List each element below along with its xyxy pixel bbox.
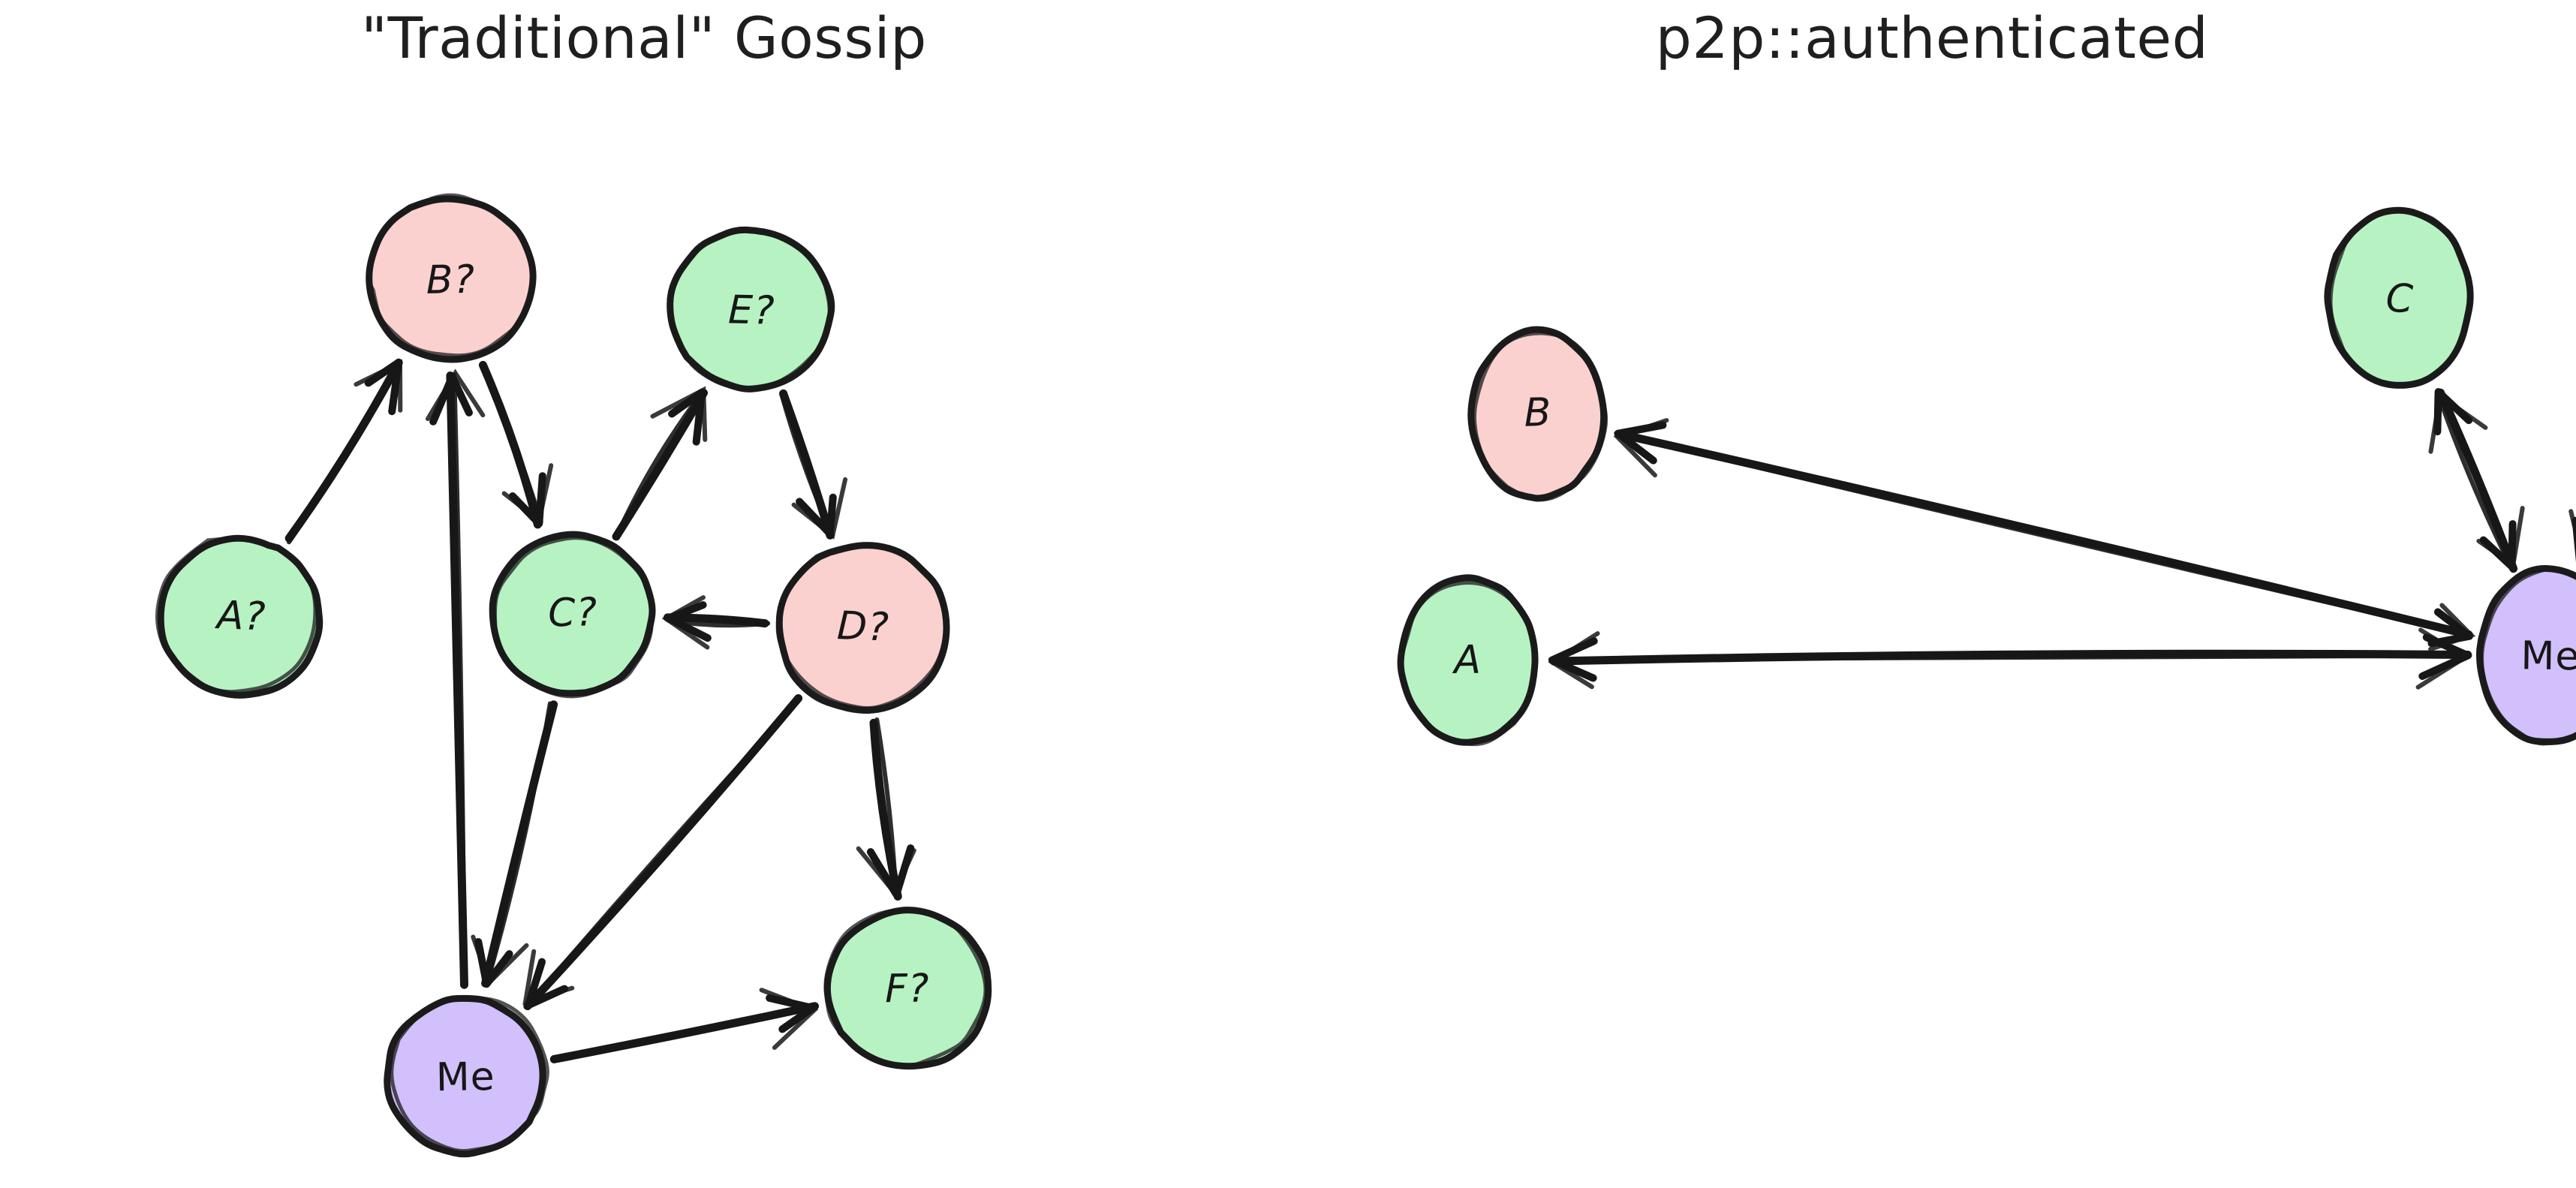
node-outline-overstroke	[492, 536, 654, 699]
node-label: A	[1452, 638, 1482, 683]
node-me[interactable]: Me	[2476, 564, 2576, 746]
edge-me-to-a	[1548, 627, 2472, 690]
node-circle	[384, 994, 546, 1158]
node-outline-overstroke	[2328, 209, 2472, 388]
edge-me-to-f	[549, 988, 819, 1063]
edge-e-to-d	[779, 389, 848, 540]
node-label: B	[1524, 390, 1552, 436]
node-outline-overstroke	[1472, 331, 1608, 502]
edge-d-to-me	[522, 694, 803, 1011]
edge-me-to-d	[2568, 509, 2576, 563]
panel-title-p2p-authenticated: p2p::authenticated	[1655, 5, 2209, 71]
node-label: E?	[728, 287, 776, 333]
node-c[interactable]: C?	[489, 531, 656, 699]
node-outline-overstroke	[668, 229, 832, 391]
edge-c-to-e	[612, 386, 708, 541]
node-e[interactable]: E?	[667, 226, 835, 392]
node-outline-overstroke	[823, 907, 988, 1068]
node-label: D?	[836, 603, 890, 650]
node-label: F?	[885, 967, 930, 1012]
node-label: C?	[548, 590, 598, 636]
node-b[interactable]: B?	[366, 193, 537, 363]
edge-c-to-me	[471, 700, 558, 988]
node-c[interactable]: C	[2324, 206, 2474, 389]
node-label: A?	[214, 593, 266, 639]
node-f[interactable]: F?	[823, 907, 992, 1070]
edge-d-to-f	[856, 717, 916, 901]
edge-layer	[1548, 388, 2576, 690]
node-outline-overstroke	[390, 995, 549, 1153]
node-layer: ABCDEFMe	[1397, 206, 2576, 747]
edge-me-to-b	[426, 368, 486, 989]
node-outline-overstroke	[2480, 567, 2576, 746]
node-outline-overstroke	[775, 542, 947, 711]
node-label: C	[2385, 276, 2415, 322]
panel-p2p-authenticated: p2p::authenticated ABCDEFMe	[1288, 0, 2576, 1188]
node-label: Me	[435, 1054, 495, 1100]
node-circle	[1467, 326, 1608, 502]
edge-me-to-c	[2428, 388, 2525, 573]
panel-title-traditional-gossip: "Traditional" Gossip	[361, 5, 927, 71]
node-b[interactable]: B	[1467, 326, 1608, 502]
node-a[interactable]: A?	[155, 534, 324, 699]
edge-me-to-b	[1613, 418, 2476, 651]
node-label: Me	[2520, 633, 2576, 679]
graph-traditional-gossip: A? B? C? D? E? F? Me	[155, 193, 992, 1158]
panel-traditional-gossip: "Traditional" Gossip A? B? C? D? E? F? Me	[155, 5, 992, 1158]
node-outline-overstroke	[366, 193, 535, 358]
edge-b-to-c	[478, 360, 554, 529]
node-me[interactable]: Me	[384, 994, 549, 1158]
node-outline-overstroke	[1400, 581, 1538, 747]
node-layer: A? B? C? D? E? F? Me	[155, 193, 992, 1158]
edge-d-to-c	[661, 595, 771, 650]
edge-a-to-b	[284, 358, 403, 545]
node-a[interactable]: A	[1397, 574, 1539, 747]
graph-p2p-authenticated: ABCDEFMe	[1397, 206, 2576, 747]
node-label: B?	[426, 257, 475, 303]
node-outline-overstroke	[155, 536, 317, 694]
node-d[interactable]: D?	[775, 542, 950, 714]
edge-layer	[284, 358, 916, 1063]
